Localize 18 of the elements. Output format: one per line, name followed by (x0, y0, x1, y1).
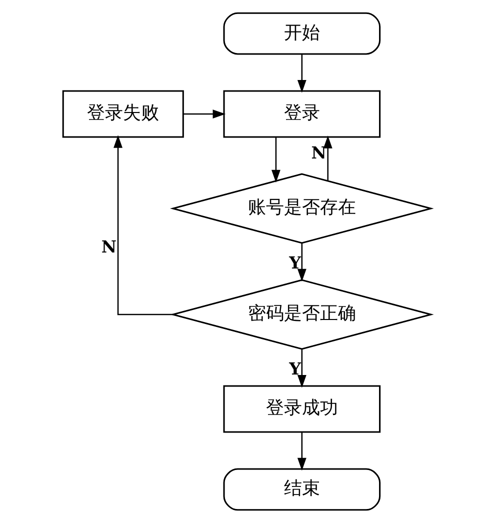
node-box: 登录 (222, 90, 380, 138)
arrow (182, 110, 226, 118)
edge-label: N (100, 236, 116, 256)
edge-label: N (310, 142, 326, 162)
node-box: 登录失败 (62, 90, 184, 138)
arrow (296, 243, 306, 282)
edge-label: Y (288, 252, 300, 272)
arrow (296, 432, 306, 471)
node-box: 登录成功 (222, 385, 380, 433)
arrow (296, 54, 306, 93)
node-diamond: 账号是否存在 (169, 173, 434, 244)
node-box: 开始 (222, 12, 380, 55)
arrow (270, 137, 280, 183)
arrow (296, 349, 306, 388)
edge-label: Y (288, 358, 300, 378)
node-box: 结束 (222, 468, 380, 511)
arrow (113, 135, 172, 316)
arrow (322, 136, 332, 181)
